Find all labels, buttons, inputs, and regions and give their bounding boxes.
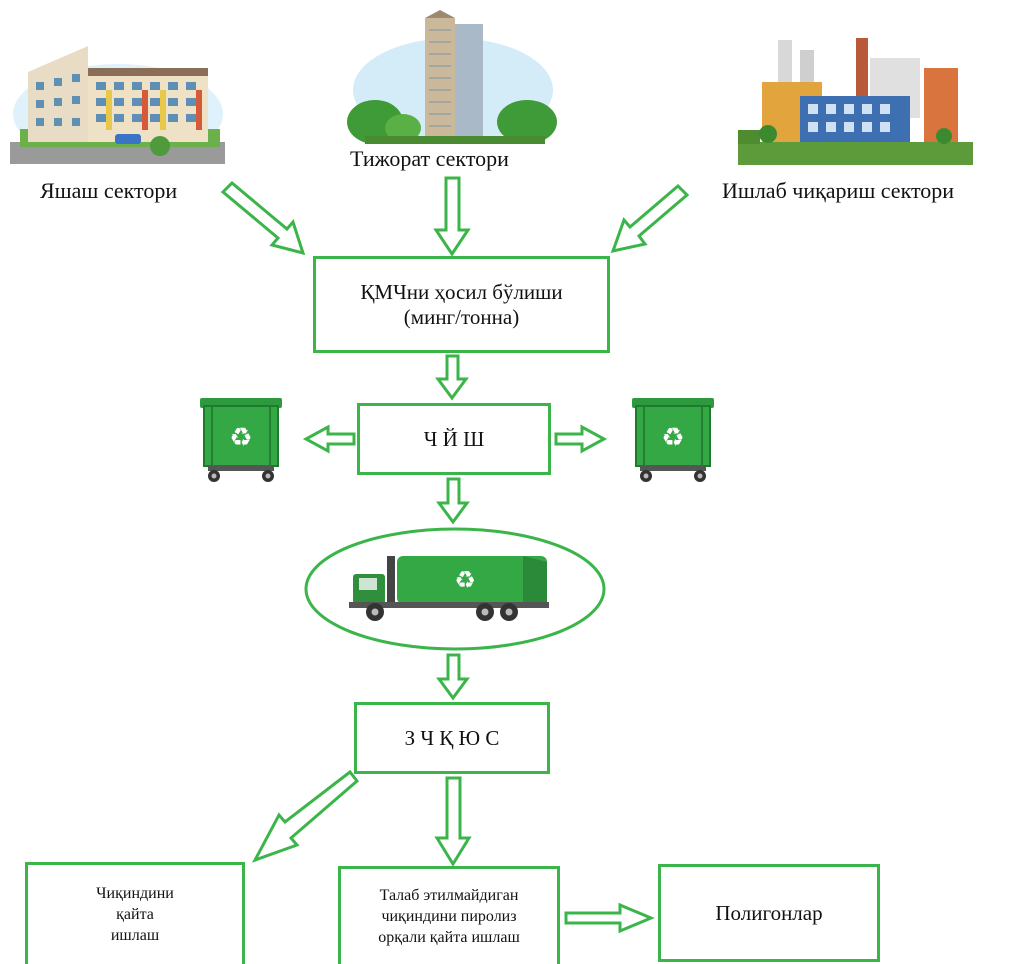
industrial-plant-image	[738, 30, 973, 165]
pyrolysis-line-1: Талаб этилмайдиган	[379, 887, 519, 904]
arrow-collection-to-right-bin	[554, 424, 608, 454]
arrow-generation-to-collection	[435, 354, 469, 401]
landfills-box: Полигонлар	[658, 864, 880, 962]
left-recycle-bin-image: ♻	[198, 396, 284, 484]
residential-sector-label: Яшаш сектори	[40, 178, 178, 203]
svg-text:♻: ♻	[661, 423, 684, 453]
svg-text:♻: ♻	[229, 423, 252, 453]
svg-text:♻: ♻	[454, 566, 476, 594]
commercial-sector-label: Тижорат сектори	[350, 146, 509, 171]
recycling-line-1: Чиқиндини	[96, 885, 174, 902]
collection-box: Ч Й Ш	[357, 403, 551, 475]
arrow-transfer-to-recycling	[251, 769, 360, 863]
industrial-sector-label: Ишлаб чиқариш сектори	[722, 178, 955, 203]
arrow-collection-to-left-bin	[302, 424, 356, 454]
pyrolysis-line-2: чиқиндини пиролиз	[381, 908, 517, 925]
arrow-collection-to-truck	[436, 477, 470, 525]
arrow-truck-to-transfer	[436, 653, 470, 701]
right-recycle-bin-image: ♻	[630, 396, 716, 484]
pyrolysis-line-3: орқали қайта ишлаш	[378, 929, 520, 946]
residential-buildings-image	[10, 34, 225, 164]
arrow-industrial-to-generation	[610, 183, 690, 254]
collection-label: Ч Й Ш	[423, 426, 485, 451]
recycling-line-3: ишлаш	[110, 927, 160, 944]
transfer-station-box: З Ч Қ Ю С	[354, 702, 550, 774]
commercial-tower-image	[345, 10, 560, 145]
waste-generation-unit: (минг/тонна)	[403, 304, 520, 329]
garbage-truck-ellipse: ♻	[303, 526, 607, 652]
waste-generation-box: ҚМЧни ҳосил бўлиши (минг/тонна)	[313, 256, 610, 353]
arrow-residential-to-generation	[220, 180, 306, 256]
landfills-label: Полигонлар	[715, 900, 823, 925]
transfer-station-label: З Ч Қ Ю С	[404, 725, 500, 750]
recycling-line-2: қайта	[116, 906, 154, 923]
recycling-box: Чиқиндини қайта ишлаш	[25, 862, 245, 964]
garbage-truck-icon: ♻	[349, 556, 549, 621]
waste-generation-title: ҚМЧни ҳосил бўлиши	[360, 279, 563, 304]
pyrolysis-box: Талаб этилмайдиган чиқиндини пиролиз орқ…	[338, 866, 560, 964]
arrow-transfer-to-pyrolysis	[434, 776, 472, 867]
arrow-pyrolysis-to-landfills	[564, 902, 655, 934]
arrow-commercial-to-generation	[433, 176, 471, 257]
